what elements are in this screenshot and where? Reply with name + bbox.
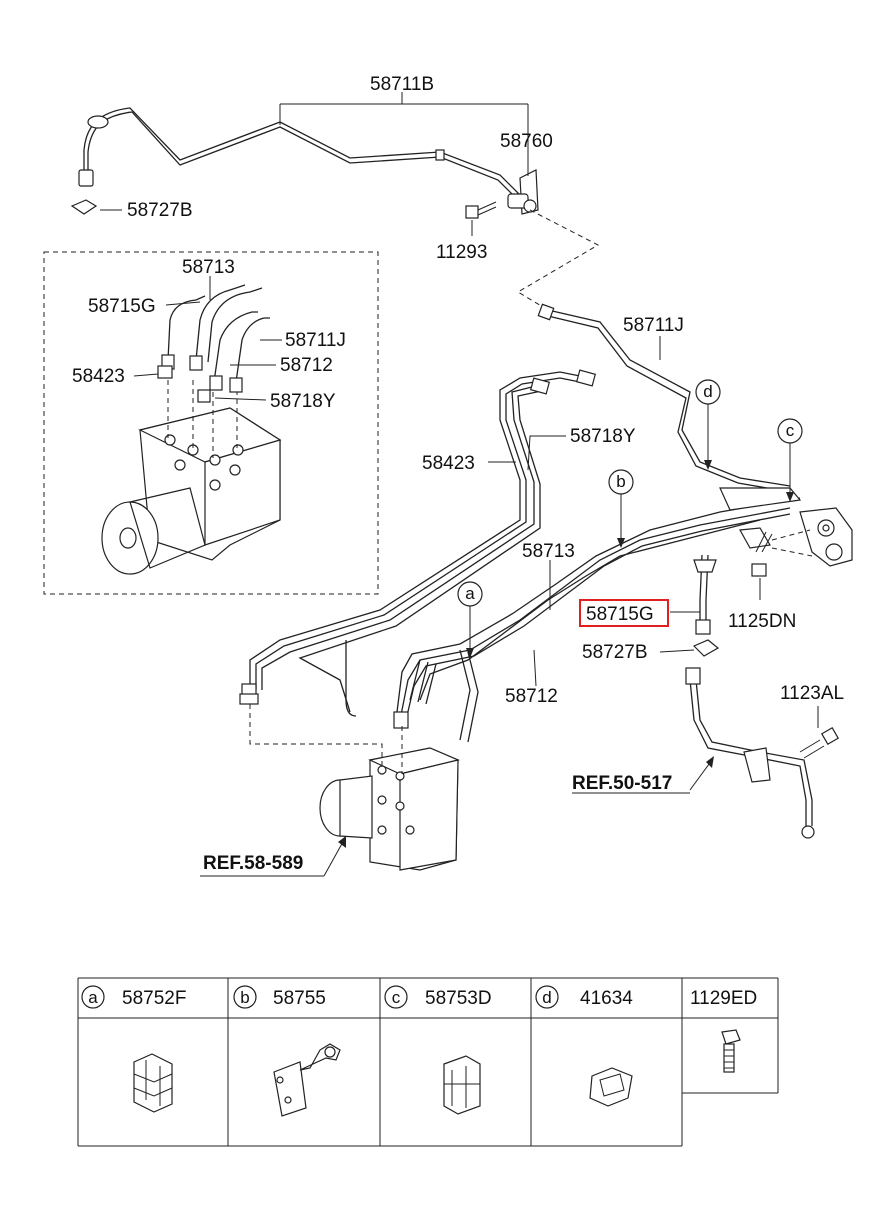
callout-1123AL: 1123AL <box>780 683 844 704</box>
bolt-1129ED-drawing <box>721 1029 741 1073</box>
table-letter-a: a <box>88 988 98 1007</box>
bracket-c-assembly <box>719 487 853 567</box>
clip-58753D-drawing <box>443 1055 481 1115</box>
table-circle-a <box>81 985 105 1009</box>
callout-58713-inset: 58713 <box>182 257 235 278</box>
brake-line-58711J <box>537 303 791 493</box>
table-letter-c: c <box>392 988 401 1007</box>
callout-58713: 58713 <box>522 541 575 562</box>
clip-58755-drawing <box>273 1043 341 1117</box>
hecu-unit <box>319 747 460 871</box>
callout-58727B: 58727B <box>582 642 648 663</box>
callout-1125DN: 1125DN <box>728 611 796 632</box>
table-part-58752F: 58752F <box>122 988 186 1009</box>
hose-58715G <box>693 554 717 635</box>
callout-circle-b <box>608 469 634 495</box>
callout-letter-c: c <box>786 421 795 440</box>
callout-circle-a <box>457 581 483 607</box>
clip-58727B <box>692 639 720 657</box>
callout-58718Y-inset: 58718Y <box>270 391 336 412</box>
bracket-58760 <box>507 169 539 215</box>
ref-58-589: REF.58-589 <box>203 853 303 874</box>
callout-58715G: 58715G <box>586 604 654 625</box>
highlight-box-58715G <box>579 599 669 627</box>
table-part-58755: 58755 <box>273 988 326 1009</box>
inset-box <box>43 251 379 595</box>
callout-58712-inset: 58712 <box>280 355 333 376</box>
bolt-1123AL <box>799 726 840 759</box>
callout-58423: 58423 <box>422 453 475 474</box>
table-part-58753D: 58753D <box>425 988 492 1009</box>
callout-11293: 11293 <box>436 242 487 263</box>
clip-58752F-drawing <box>133 1053 173 1113</box>
callout-letter-b: b <box>616 472 625 491</box>
brake-lines-58423-58718Y <box>239 369 597 717</box>
bolt-1125DN <box>751 531 773 577</box>
table-part-1129ED: 1129ED <box>690 988 757 1009</box>
table-letter-d: d <box>542 988 551 1007</box>
brake-line-58711B <box>78 107 521 199</box>
callout-letter-a: a <box>465 584 475 603</box>
table-circle-c <box>384 985 408 1009</box>
callout-circle-d <box>695 379 721 405</box>
callout-58715G-inset: 58715G <box>88 296 156 317</box>
table-circle-b <box>233 985 257 1009</box>
callout-letter-d: d <box>703 382 712 401</box>
callout-58712: 58712 <box>505 686 558 707</box>
parts-table: a 58752F b 58755 c 58753D d 41634 1129ED <box>77 977 779 1147</box>
callout-58711J: 58711J <box>623 315 684 336</box>
table-letter-b: b <box>240 988 249 1007</box>
brake-lines-58713-58712 <box>393 497 801 743</box>
callout-58711B: 58711B <box>370 74 434 95</box>
callout-58718Y: 58718Y <box>570 426 636 447</box>
callout-58423-inset: 58423 <box>72 366 125 387</box>
table-circle-d <box>535 985 559 1009</box>
ref-50-517: REF.50-517 <box>572 773 672 794</box>
callout-58727B-top: 58727B <box>127 200 193 221</box>
hose-REF-50-517 <box>685 667 815 839</box>
clip-41634-drawing <box>589 1067 633 1107</box>
clip-58727B-top <box>70 199 98 215</box>
bolt-11293 <box>465 201 497 219</box>
callout-58711J-inset: 58711J <box>285 330 346 351</box>
callout-58760: 58760 <box>500 131 553 152</box>
table-part-41634: 41634 <box>580 988 633 1009</box>
callout-circle-c <box>777 418 803 444</box>
